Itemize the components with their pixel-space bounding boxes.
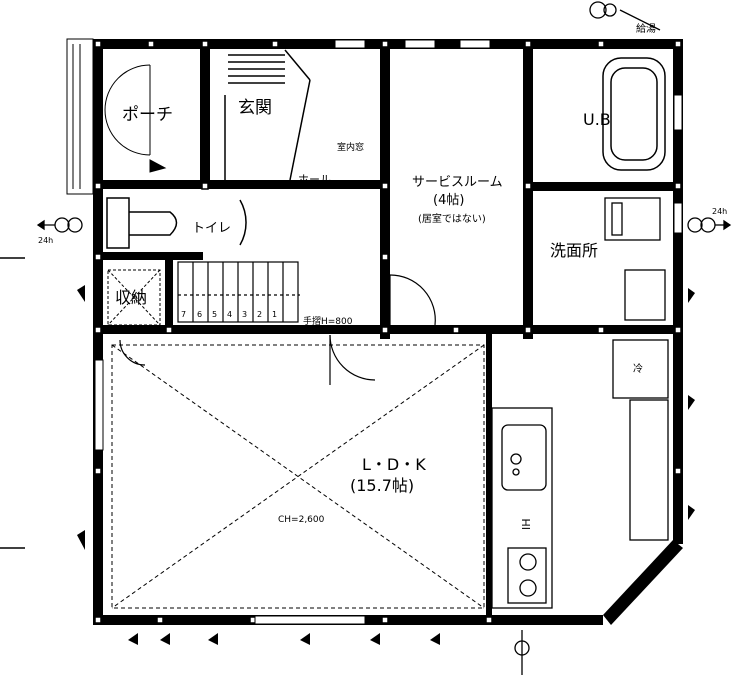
columns xyxy=(94,40,682,624)
washroom-fixtures xyxy=(604,197,666,321)
stair-number: 4 xyxy=(227,310,232,319)
note-range-hood: IH xyxy=(520,518,533,530)
stair-number: 5 xyxy=(212,310,217,319)
label-ldk-size: (15.7帖) xyxy=(350,476,414,495)
window-service-2 xyxy=(459,39,491,49)
wall-kitchen-divider xyxy=(486,334,492,620)
window-service-1 xyxy=(404,39,436,49)
storage-box xyxy=(107,269,161,326)
vent-right xyxy=(687,217,732,233)
label-service-room-note: (居室ではない) xyxy=(418,212,486,225)
label-service-room-size: (4帖) xyxy=(433,193,464,208)
window-ldk-bottom xyxy=(254,615,366,625)
label-service-room: サービスルーム xyxy=(412,175,503,190)
stair-numbers: 7 6 5 4 3 2 1 xyxy=(181,310,277,319)
stair-number: 2 xyxy=(257,310,262,319)
bathtub xyxy=(602,57,666,171)
label-toilet: トイレ xyxy=(192,221,231,236)
porch-frame xyxy=(66,38,94,195)
windows xyxy=(94,39,683,625)
label-hall: ホール xyxy=(298,173,331,186)
outer-wall-diagonal xyxy=(603,540,683,625)
note-ceiling-height: CH=2,600 xyxy=(278,515,325,525)
service-room-doors xyxy=(119,274,436,385)
label-storage: 収納 xyxy=(115,288,147,307)
note-water-heater: 給湯 xyxy=(636,22,656,35)
label-ldk: L・D・K xyxy=(362,455,426,474)
note-vent-left: 24h xyxy=(38,236,53,245)
ldk-ceiling-outline xyxy=(111,344,485,609)
stair-number: 6 xyxy=(197,310,202,319)
outer-wall-left-storage xyxy=(93,255,103,345)
label-porch: ポーチ xyxy=(122,105,173,125)
outer-wall-left-toilet xyxy=(93,185,103,260)
note-vent-right: 24h xyxy=(712,207,727,216)
stairs xyxy=(177,261,300,323)
entrance-steps xyxy=(224,49,311,181)
outer-wall-left-upper xyxy=(93,39,103,189)
window-hall xyxy=(334,39,366,49)
wall-porch-entrance xyxy=(200,39,210,189)
water-heater xyxy=(589,1,661,31)
kitchen-counter xyxy=(491,399,669,609)
stair-number: 3 xyxy=(242,310,247,319)
outer-wall-right xyxy=(673,39,683,544)
wall-entrance-bottom xyxy=(93,180,388,189)
note-handrail: 手摺H=800 xyxy=(303,315,353,327)
note-fridge: 冷 xyxy=(633,362,643,375)
outer-wall-left-ldk xyxy=(93,335,103,625)
vent-bottom xyxy=(514,630,530,675)
sash-markers xyxy=(77,285,695,645)
wall-storage-right xyxy=(165,252,173,332)
stair-number: 1 xyxy=(272,310,277,319)
wall-ub-washroom xyxy=(523,182,683,191)
label-entrance: 玄関 xyxy=(238,98,272,118)
window-ub xyxy=(673,94,683,131)
label-unit-bath: U.B xyxy=(583,110,611,129)
note-indoor-window: 室内窓 xyxy=(337,141,364,153)
vent-left xyxy=(36,217,83,233)
fridge-box xyxy=(612,339,669,399)
label-washroom: 洗面所 xyxy=(550,241,598,260)
stair-number: 7 xyxy=(181,310,186,319)
window-washroom xyxy=(673,202,683,234)
wall-toilet-bottom xyxy=(93,252,203,260)
porch-door xyxy=(104,64,167,173)
window-ldk-left xyxy=(94,359,104,451)
toilet-fixture xyxy=(106,197,247,249)
outside-lines xyxy=(0,257,25,549)
